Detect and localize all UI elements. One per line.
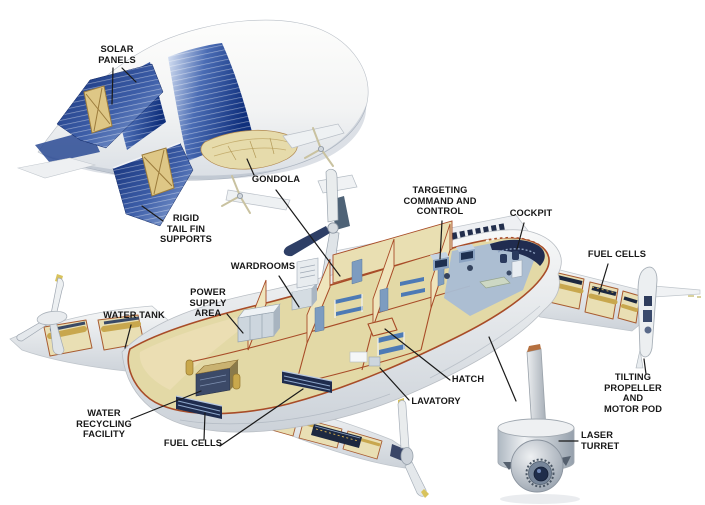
overview-propeller-upper <box>304 127 334 167</box>
leader-fuel-cells-left-1 <box>203 412 206 441</box>
label-solar-panels: SOLAR PANELS <box>98 44 136 65</box>
operator-chair-1 <box>444 273 450 279</box>
power-supply-cabinets <box>237 257 319 343</box>
gold-pipe-1 <box>185 359 194 376</box>
label-fuel-cells-left: FUEL CELLS <box>163 438 223 448</box>
left-wing-propeller <box>16 274 68 355</box>
leader-water-recycling <box>130 390 202 420</box>
label-lavatory: LAVATORY <box>411 396 461 406</box>
turret-gear-ring <box>525 458 555 488</box>
turret-mast <box>526 344 547 431</box>
wall-door-1 <box>314 305 325 333</box>
wall-door-2 <box>379 287 389 313</box>
operator-chair-2 <box>467 265 473 271</box>
gold-pipe-2 <box>232 373 241 390</box>
leader-fuel-cells-right <box>598 263 609 295</box>
pilot-seat-2 <box>512 251 519 260</box>
upper-tail-fin <box>56 63 164 149</box>
label-targeting-command-and-control: TARGETING COMMAND AND CONTROL <box>403 185 477 216</box>
map-table <box>479 276 511 289</box>
lower-fin-truss <box>141 147 175 197</box>
leader-lines <box>111 67 647 447</box>
cockpit-console <box>485 235 547 266</box>
command-console-1 <box>430 252 449 271</box>
leader-power-supply <box>226 313 244 334</box>
turret-locator-line <box>488 336 517 402</box>
label-gondola: GONDOLA <box>251 174 301 184</box>
lavatory-fixtures <box>349 351 381 367</box>
laser-turret-detail <box>497 344 580 504</box>
command-console-2 <box>456 244 475 263</box>
rear-wall-door <box>351 258 363 285</box>
hatch-outline <box>367 317 398 337</box>
cockpit-windows <box>485 235 547 249</box>
airship-overview <box>16 19 369 227</box>
label-water-recycling-facility: WATER RECYCLING FACILITY <box>76 408 132 439</box>
leader-gondola-1 <box>246 158 255 176</box>
side-seat <box>511 259 523 279</box>
leader-hatch <box>384 328 451 381</box>
overview-lower-wing <box>225 189 291 211</box>
floor-highlight <box>139 310 265 390</box>
far-side-fin <box>16 157 97 179</box>
turret-ball <box>510 439 564 493</box>
label-hatch: HATCH <box>451 374 485 384</box>
cutaway-gondola <box>9 168 701 498</box>
leader-wardrooms <box>278 275 300 308</box>
leader-lavatory <box>379 367 410 401</box>
leader-rigid-tail-fin <box>141 205 164 222</box>
bunk-beds <box>334 277 425 356</box>
laser-lens <box>533 466 549 482</box>
leader-solar-panels-1 <box>111 67 114 105</box>
lower-tail-fin <box>112 142 194 227</box>
leader-solar-panels-2 <box>121 67 137 83</box>
leader-fuel-cells-left-2 <box>219 388 304 447</box>
fuel-cell-rack-wing <box>311 424 362 448</box>
leader-water-tank <box>124 324 132 349</box>
leader-tilting-propeller <box>643 358 647 375</box>
label-power-supply-area: POWER SUPPLY AREA <box>189 287 227 318</box>
label-rigid-tail-fin-supports: RIGID TAIL FIN SUPPORTS <box>160 213 212 244</box>
pilot-seat-1 <box>500 254 507 263</box>
overview-gondola <box>200 129 298 170</box>
label-tilting-propeller-and-motor-pod: TILTING PROPELLER AND MOTOR POD <box>603 372 663 414</box>
label-laser-turret: LASER TURRET <box>581 430 620 451</box>
leader-targeting <box>439 220 443 260</box>
overview-propeller-lower <box>221 175 251 214</box>
label-wardrooms: WARDROOMS <box>230 261 296 271</box>
label-water-tank: WATER TANK <box>103 310 165 320</box>
overview-wings-and-propellers <box>221 123 345 214</box>
leader-cockpit <box>516 222 525 250</box>
overview-right-wing <box>282 123 345 149</box>
rear-port-propeller <box>390 398 429 498</box>
hull-panel-lines <box>179 305 541 425</box>
label-fuel-cells-right: FUEL CELLS <box>587 249 647 259</box>
label-cockpit: COCKPIT <box>509 208 553 218</box>
water-recycling-machine <box>185 359 241 397</box>
upper-fin-truss <box>83 85 113 134</box>
tilting-propeller-pod <box>635 266 701 369</box>
turret-shadow <box>500 494 580 504</box>
fuel-cell-cutout-r3 <box>617 290 641 324</box>
fuel-cell-cutout-r2 <box>584 281 619 320</box>
leader-gondola-2 <box>275 189 341 277</box>
fuel-cell-rack-center <box>281 370 333 393</box>
